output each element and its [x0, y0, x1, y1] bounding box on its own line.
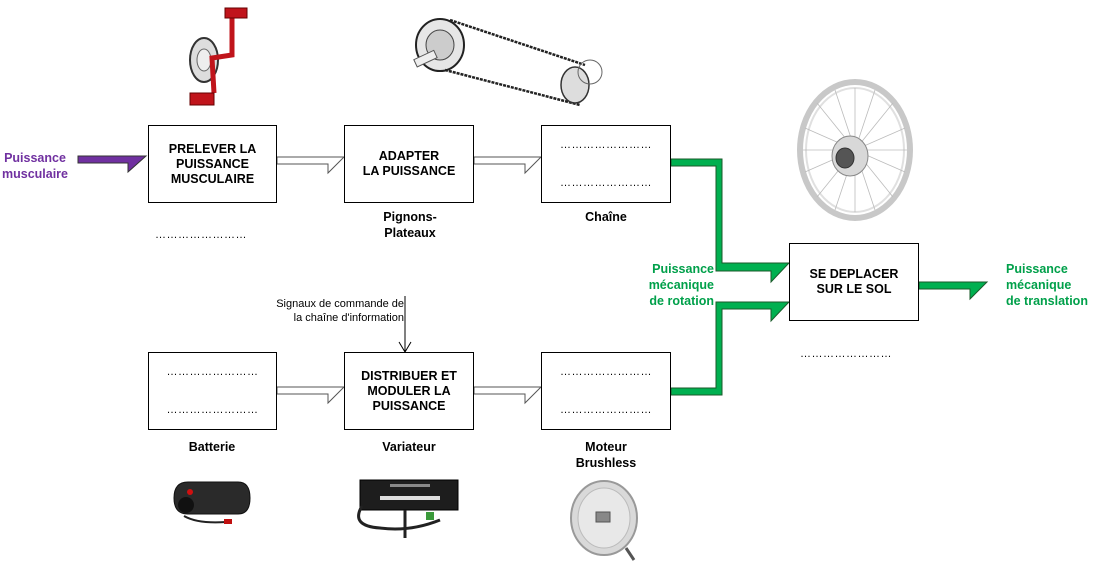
- arrow-adapter-to-chaine: [473, 156, 543, 175]
- control-signal-label: Signaux de commande de la chaîne d'infor…: [262, 297, 404, 325]
- block-text: PUISSANCE: [176, 156, 249, 171]
- pedal-crank-icon: [189, 7, 248, 106]
- label-line: mécanique: [648, 278, 714, 292]
- block-transmettre[interactable]: …………………… ……………………: [541, 125, 671, 203]
- controller-icon: [357, 479, 459, 538]
- component-moteur-brushless: Moteur Brushless: [566, 439, 646, 471]
- hub-motor-icon: [570, 480, 638, 561]
- component-blank-prelever: ……………………: [155, 229, 247, 241]
- label-line: de rotation: [649, 294, 714, 308]
- input-muscle-power-label: Puissance musculaire: [2, 150, 68, 182]
- label-line: Puissance: [4, 151, 66, 165]
- component-pignons-plateaux: Pignons- Plateaux: [370, 209, 450, 241]
- label-line: de translation: [1006, 294, 1088, 308]
- blank-field-1[interactable]: ……………………: [560, 365, 652, 378]
- block-convertir[interactable]: …………………… ……………………: [541, 352, 671, 430]
- mechanical-rotation-arrow-top: [670, 158, 791, 284]
- block-alimenter[interactable]: …………………… ……………………: [148, 352, 277, 430]
- block-adapter: ADAPTER LA PUISSANCE: [344, 125, 474, 203]
- blank-field-2[interactable]: ……………………: [560, 403, 652, 416]
- block-text: LA PUISSANCE: [362, 164, 456, 178]
- component-chaine: Chaîne: [585, 210, 627, 224]
- muscle-power-arrow: [77, 155, 148, 174]
- blank-field-2[interactable]: ……………………: [560, 176, 652, 189]
- output-translation-label: Puissance mécanique de translation: [1006, 261, 1088, 309]
- component-variateur: Variateur: [382, 440, 436, 454]
- label-line: mécanique: [1006, 278, 1072, 292]
- blank-field-1[interactable]: ……………………: [560, 138, 652, 151]
- label-line: Moteur: [585, 440, 627, 454]
- block-text: SUR LE SOL: [816, 282, 892, 296]
- block-text: SE DEPLACER: [809, 267, 899, 281]
- block-distribuer: DISTRIBUER ET MODULER LA PUISSANCE: [344, 352, 474, 430]
- component-batterie: Batterie: [188, 440, 236, 454]
- label-line: Plateaux: [384, 226, 436, 240]
- label-line: Puissance: [652, 262, 714, 276]
- output-rotation-label: Puissance mécanique de rotation: [636, 261, 714, 309]
- label-line: musculaire: [2, 167, 69, 181]
- arrow-prelever-to-adapter: [276, 156, 346, 175]
- blank-field-2[interactable]: ……………………: [166, 403, 259, 416]
- arrow-batterie-to-variateur: [276, 386, 346, 405]
- component-blank-deplacer: ……………………: [800, 348, 892, 360]
- block-text: MUSCULAIRE: [170, 171, 255, 186]
- battery-icon: [173, 481, 251, 524]
- label-line: Pignons-: [383, 210, 437, 224]
- block-text: PUISSANCE: [372, 398, 446, 413]
- wheel-hub-icon: [797, 79, 913, 221]
- label-line: la chaîne d'information: [293, 312, 404, 324]
- label-line: Brushless: [575, 456, 637, 470]
- blank-field-1[interactable]: ……………………: [166, 365, 259, 378]
- block-text: ADAPTER: [378, 149, 440, 163]
- block-text: PRELEVER LA: [168, 141, 257, 156]
- block-prelever: PRELEVER LA PUISSANCE MUSCULAIRE: [148, 125, 277, 203]
- arrow-variateur-to-moteur: [473, 386, 543, 405]
- mechanical-rotation-arrow-bottom: [670, 301, 791, 396]
- label-line: Signaux de commande de: [276, 298, 404, 310]
- chain-drive-icon: [413, 18, 603, 107]
- mechanical-translation-arrow: [918, 281, 989, 301]
- label-line: Puissance: [1006, 262, 1068, 276]
- block-text: DISTRIBUER ET: [361, 368, 457, 383]
- block-text: MODULER LA: [367, 383, 451, 398]
- block-deplacer: SE DEPLACER SUR LE SOL: [789, 243, 919, 321]
